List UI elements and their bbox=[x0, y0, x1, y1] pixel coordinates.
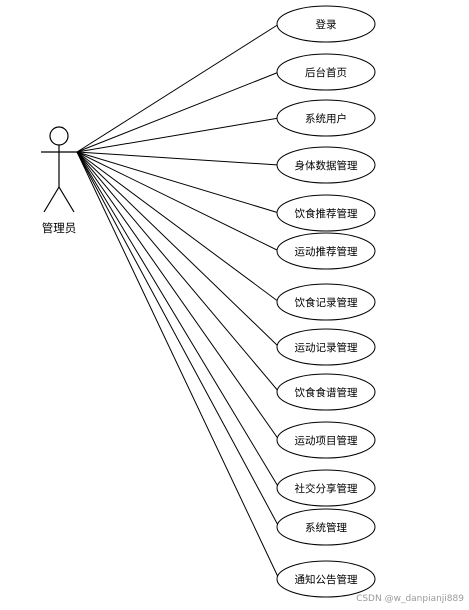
use-case-ellipse bbox=[276, 508, 376, 546]
association-line bbox=[76, 151, 280, 489]
use-case: 通知公告管理 bbox=[276, 560, 376, 598]
actor-head bbox=[49, 126, 69, 146]
actor-label: 管理员 bbox=[42, 221, 77, 235]
use-case: 饮食记录管理 bbox=[276, 283, 376, 321]
use-case: 系统管理 bbox=[276, 508, 376, 546]
use-case-label: 饮食记录管理 bbox=[295, 296, 358, 309]
actor-left-leg bbox=[43, 186, 60, 213]
use-case-label: 登录 bbox=[316, 18, 337, 31]
association-line bbox=[76, 71, 280, 153]
use-case-ellipse bbox=[276, 53, 376, 91]
use-case-ellipse bbox=[276, 373, 376, 411]
actor-admin: 管理员 bbox=[41, 126, 77, 235]
association-line bbox=[76, 151, 280, 528]
use-case-ellipse bbox=[276, 194, 376, 232]
association-lines bbox=[76, 23, 280, 580]
use-case: 运动记录管理 bbox=[276, 328, 376, 366]
association-line bbox=[76, 151, 280, 166]
use-case-ellipse bbox=[276, 560, 376, 598]
watermark: CSDN @w_danpianji889 bbox=[356, 594, 464, 604]
use-case-ellipse bbox=[276, 421, 376, 459]
use-case: 饮食推荐管理 bbox=[276, 194, 376, 232]
use-case-label: 系统管理 bbox=[305, 521, 347, 534]
use-case-label: 运动推荐管理 bbox=[295, 245, 358, 258]
use-case-label: 运动记录管理 bbox=[295, 341, 358, 354]
use-case-label: 后台首页 bbox=[305, 66, 347, 79]
use-case: 系统用户 bbox=[276, 99, 376, 137]
use-case-label: 身体数据管理 bbox=[295, 159, 358, 172]
association-line bbox=[76, 151, 280, 252]
use-cases: 登录后台首页系统用户身体数据管理饮食推荐管理运动推荐管理饮食记录管理运动记录管理… bbox=[276, 5, 376, 598]
use-case-ellipse bbox=[276, 283, 376, 321]
association-line bbox=[76, 151, 280, 214]
association-line bbox=[76, 151, 280, 303]
use-case-ellipse bbox=[276, 99, 376, 137]
use-case: 登录 bbox=[276, 5, 376, 43]
association-line bbox=[76, 151, 280, 441]
association-line bbox=[76, 151, 280, 348]
use-case: 身体数据管理 bbox=[276, 146, 376, 184]
use-case-label: 饮食食谱管理 bbox=[295, 386, 358, 399]
actor-right-leg bbox=[58, 186, 75, 213]
use-case-label: 运动项目管理 bbox=[295, 434, 358, 447]
use-case-label: 通知公告管理 bbox=[295, 573, 358, 586]
association-line bbox=[76, 151, 280, 393]
association-line bbox=[76, 151, 280, 580]
use-case-ellipse bbox=[276, 469, 376, 507]
association-line bbox=[76, 117, 280, 153]
use-case-ellipse bbox=[276, 146, 376, 184]
association-line bbox=[76, 23, 280, 153]
use-case: 后台首页 bbox=[276, 53, 376, 91]
use-case: 运动项目管理 bbox=[276, 421, 376, 459]
use-case-label: 饮食推荐管理 bbox=[295, 207, 358, 220]
use-case-ellipse bbox=[276, 5, 376, 43]
use-case: 饮食食谱管理 bbox=[276, 373, 376, 411]
use-case-ellipse bbox=[276, 232, 376, 270]
use-case-label: 系统用户 bbox=[305, 112, 347, 125]
use-case-ellipse bbox=[276, 328, 376, 366]
use-case: 社交分享管理 bbox=[276, 469, 376, 507]
use-case: 运动推荐管理 bbox=[276, 232, 376, 270]
use-case-label: 社交分享管理 bbox=[295, 482, 358, 495]
